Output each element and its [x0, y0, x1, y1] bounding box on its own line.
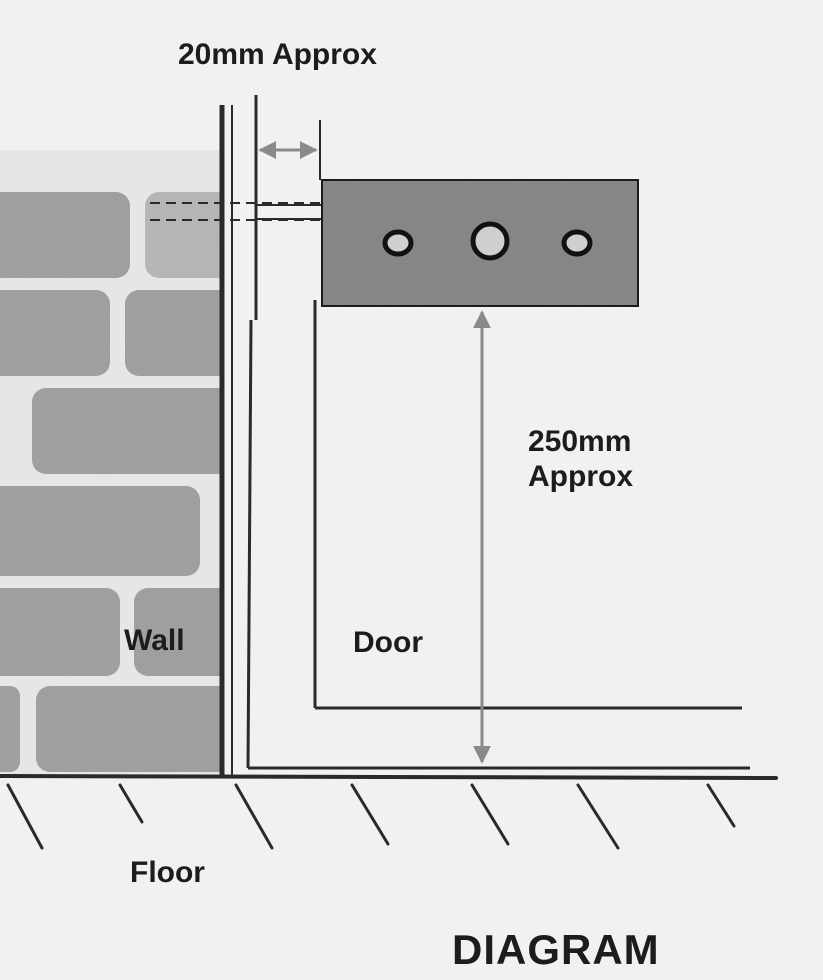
diagram-caption: DIAGRAM [452, 926, 660, 973]
floor-label: Floor [130, 856, 205, 889]
gap-dimension-label: 20mm Approx [178, 38, 377, 71]
door-outline [313, 300, 742, 710]
brick-wall [0, 150, 222, 775]
plate-hole-right [561, 229, 593, 257]
floor-line [0, 774, 778, 850]
height-value: 250mm [528, 425, 632, 458]
plate-hole-left [382, 229, 414, 257]
plate-hole-center [470, 221, 510, 261]
height-unit: Approx [528, 459, 633, 493]
height-dimension-label: 250mm Approx [528, 425, 633, 494]
mounting-plate [319, 177, 641, 309]
wall-label: Wall [124, 624, 185, 657]
dimension-arrows [258, 141, 491, 764]
door-label: Door [353, 626, 423, 659]
